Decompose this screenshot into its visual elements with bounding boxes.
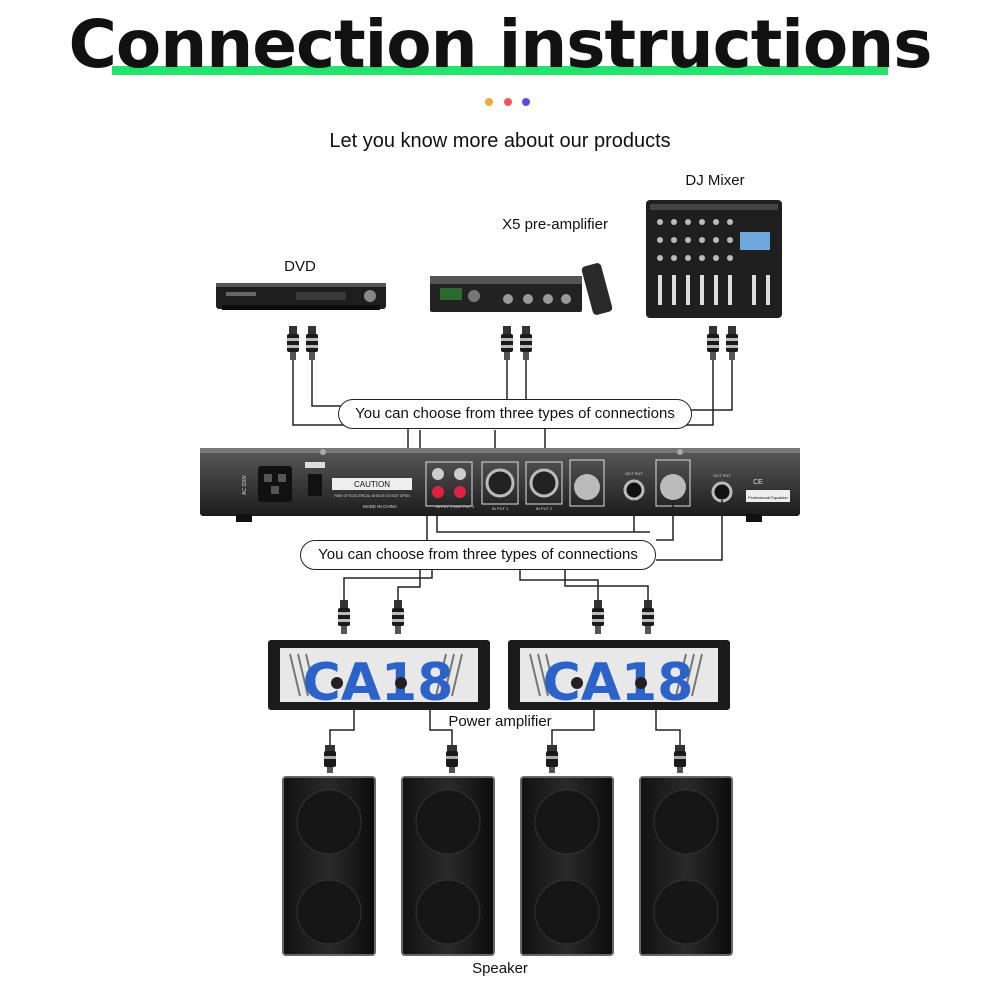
speakon-plug — [324, 745, 336, 773]
ce-mark: CE — [753, 479, 763, 486]
dot-orange — [485, 98, 493, 106]
preamp-label: X5 pre-amplifier — [502, 216, 608, 233]
power-amplifier-left: CA18 — [268, 640, 490, 713]
eq-input2-label: IN PUT 2 — [536, 506, 553, 511]
title-underline — [112, 66, 888, 75]
speakon-plug — [446, 745, 458, 773]
rca-plug — [642, 600, 654, 634]
speaker-1 — [282, 776, 376, 956]
rca-plug — [592, 600, 604, 634]
rca-plug — [392, 600, 404, 634]
amplifier-label: Power amplifier — [448, 713, 552, 730]
rca-plug — [520, 326, 532, 360]
amp-model: CA18 — [303, 653, 454, 713]
speaker-label: Speaker — [472, 960, 528, 977]
speaker-4 — [639, 776, 733, 956]
amp-model: CA18 — [543, 653, 694, 713]
dvd-label: DVD — [284, 258, 316, 275]
power-amplifier-right: CA18 — [508, 640, 730, 713]
dot-blue — [522, 98, 530, 106]
rca-plug — [707, 326, 719, 360]
caution-label: CAUTION — [354, 480, 390, 489]
page-title: Connection instructions — [68, 6, 932, 83]
warning-label: RISK OF ELECTRICAL SHOCK DO NOT OPEN — [334, 494, 410, 498]
rca-plug — [338, 600, 350, 634]
eq-output-label: OUT PUT — [713, 473, 731, 478]
dot-red — [504, 98, 512, 106]
brand-label: Professional Equalizer — [748, 495, 788, 500]
connection-note-top: You can choose from three types of conne… — [338, 399, 692, 429]
dj-mixer — [646, 200, 782, 318]
eq-input1-label: IN PUT 1 — [492, 506, 509, 511]
equalizer-rear-panel: AC 220V CAUTION RISK OF ELECTRICAL SHOCK… — [200, 448, 800, 522]
mixer-label: DJ Mixer — [685, 172, 745, 189]
rca-plug — [287, 326, 299, 360]
dvd-player — [216, 283, 386, 310]
made-in-label: MADE IN CHINA — [363, 504, 397, 509]
speaker-3 — [520, 776, 614, 956]
rca-plug — [306, 326, 318, 360]
eq-input1-rca-label: IN PUT 1 — [436, 504, 453, 509]
speakon-plug — [674, 745, 686, 773]
ac-label: AC 220V — [242, 474, 248, 495]
preamp-device — [430, 263, 613, 315]
connection-note-bottom: You can choose from three types of conne… — [300, 540, 656, 570]
speaker-2 — [401, 776, 495, 956]
eq-output-label: OUT PUT — [625, 471, 643, 476]
speakon-plug — [546, 745, 558, 773]
eq-out1-label: OUT PUT 1 — [454, 504, 476, 509]
subtitle: Let you know more about our products — [329, 130, 671, 152]
rca-plug — [726, 326, 738, 360]
rca-plug — [501, 326, 513, 360]
